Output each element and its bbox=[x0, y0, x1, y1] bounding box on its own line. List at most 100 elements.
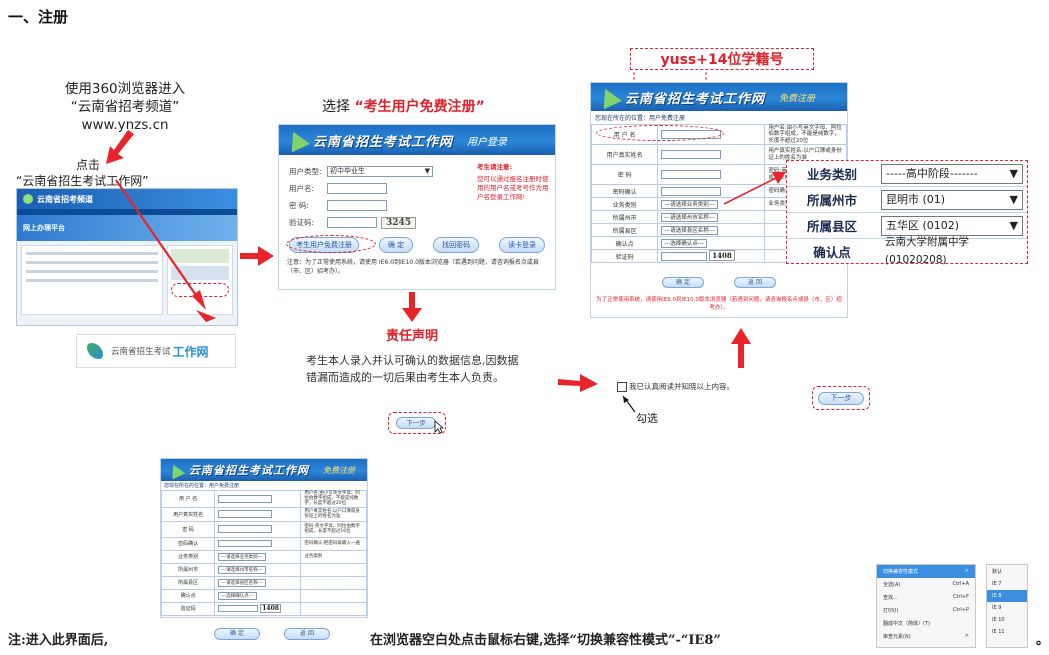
chevron-down-icon: ▼ bbox=[1009, 218, 1018, 232]
arrow-up-4-icon bbox=[731, 328, 751, 368]
login-banner: 云南省招生考试工作网 用户登录 bbox=[279, 125, 555, 155]
agree-row: 我已认真阅读并知晓以上内容。 bbox=[617, 381, 734, 392]
ctx-sub-default[interactable]: 默认 bbox=[992, 569, 1003, 575]
ctx-item-selectall[interactable]: 全选(A)Ctrl+A bbox=[877, 578, 975, 591]
login-password-input[interactable] bbox=[327, 200, 387, 211]
zoom-select-county[interactable]: 五华区 (0102)▼ bbox=[881, 215, 1023, 236]
free-register-highlight bbox=[286, 235, 376, 253]
small-realname-input[interactable] bbox=[218, 510, 273, 519]
login-username-input[interactable] bbox=[327, 183, 387, 194]
logo-text-a: 云南省招生考试 bbox=[111, 347, 171, 357]
zoom-select-city[interactable]: 昆明市 (01) ▼ bbox=[881, 189, 1023, 210]
step2-caption-target: “考生用户免费注册” bbox=[354, 99, 485, 115]
small-hint-point bbox=[300, 588, 367, 603]
small-hint-username: 用户名:由小写英文字母、阿拉伯数字组成，不能是纯数字，长度不超过20位 bbox=[300, 490, 367, 508]
reg-county-select[interactable]: ---请选择县区名称--- bbox=[661, 225, 718, 235]
ctx-item-translate[interactable]: 翻成中文（简体）(T) bbox=[877, 617, 975, 630]
login-notice-body: 您可以通过报名注册时使用的用户名或考号作为用户名登录工作网! bbox=[477, 175, 549, 201]
step4-next-button[interactable]: 下一步 bbox=[818, 392, 864, 405]
ctx-sub-ie7[interactable]: IE 7 bbox=[992, 581, 1002, 587]
reg-captcha-input[interactable] bbox=[661, 252, 708, 261]
ctx-sub-ie11[interactable]: IE 11 bbox=[992, 629, 1005, 635]
login-captcha-input[interactable] bbox=[327, 217, 377, 228]
reg-realname-input[interactable] bbox=[661, 150, 722, 159]
arrow-right-1-icon bbox=[240, 246, 274, 266]
small-hint-realname: 用户真实姓名:以户口簿或身份证上的姓名为准 bbox=[300, 506, 367, 522]
statement-body: 考生本人录入并认可确认的数据信息,因数据错漏而造成的一切后果由考生本人负责。 bbox=[306, 354, 519, 384]
reg-confirm-button[interactable]: 确 定 bbox=[662, 277, 704, 288]
small-label-category: 业务类别 bbox=[161, 549, 216, 564]
chevron-right-icon: > bbox=[964, 568, 969, 574]
zoom-select-point[interactable]: 云南大学附属中学 (01020208) bbox=[881, 236, 1023, 266]
small-point-select[interactable]: ---选择确认点--- bbox=[218, 591, 257, 600]
reg-button-row: 确 定 返 回 bbox=[591, 263, 847, 288]
context-submenu: 默认 IE 7 IE 8 IE 9 IE 10 IE 11 bbox=[986, 564, 1028, 648]
reg-city-select[interactable]: ---请选择州市名称--- bbox=[661, 212, 718, 222]
small-hint-confirm: 密码确认:把密码再输入一遍 bbox=[300, 536, 367, 551]
reg-captcha-image: 1408 bbox=[709, 250, 735, 261]
zoom-label-point: 确认点 bbox=[813, 244, 851, 260]
step2-caption-prefix: 选择 bbox=[322, 99, 350, 115]
small-label-county: 所属县区 bbox=[161, 575, 216, 590]
small-county-select[interactable]: ---请选择县区名称--- bbox=[218, 578, 266, 587]
small-city-select[interactable]: ---请选择州市名称--- bbox=[218, 565, 266, 574]
ctx-item-print[interactable]: 打印(I)Ctrl+P bbox=[877, 604, 975, 617]
login-type-select[interactable]: 初中毕业生▼ bbox=[327, 166, 433, 177]
ctx-item-compat[interactable]: 切换兼容性模式 > bbox=[877, 565, 975, 578]
small-banner-sub: 免费注册 bbox=[323, 465, 355, 475]
zoom-value-city: 昆明市 (01) bbox=[886, 192, 946, 206]
chevron-down-icon: ▼ bbox=[424, 167, 430, 175]
zoom-row-point: 确认点 云南大学附属中学 (01020208) bbox=[787, 236, 1027, 266]
find-password-button[interactable]: 找回密码 bbox=[433, 237, 480, 253]
site-logo-icon bbox=[23, 194, 33, 204]
reg-password-input[interactable] bbox=[661, 170, 722, 179]
card-login-button[interactable]: 读卡登录 bbox=[499, 237, 545, 253]
login-banner-title: 云南省招生考试工作网 bbox=[313, 134, 454, 150]
small-category-select[interactable]: ---请选择业务类别--- bbox=[218, 552, 266, 561]
ctx-item-compat-label: 切换兼容性模式 bbox=[883, 569, 919, 575]
zoom-value-point: 云南大学附属中学 (01020208) bbox=[885, 236, 969, 266]
small-banner: 云南省招生考试工作网 免费注册 bbox=[161, 459, 367, 481]
ctx-sub-ie8[interactable]: IE 8 bbox=[987, 590, 1027, 602]
reg-category-select[interactable]: ---请选择业务类别--- bbox=[661, 199, 718, 209]
chevron-down-icon: ▼ bbox=[1009, 192, 1018, 206]
bottom-confirm-button[interactable]: 确 定 bbox=[214, 628, 260, 640]
login-row-user: 用户名: bbox=[289, 180, 477, 197]
reg-point-select[interactable]: ---选择确认点--- bbox=[661, 238, 707, 248]
small-password-input[interactable] bbox=[218, 525, 273, 534]
register-banner-sub: 免费注册 bbox=[779, 93, 816, 104]
bottom-buttons-strip: 确 定 返 回 bbox=[214, 628, 330, 640]
step2-caption: 选择 “考生用户免费注册” bbox=[322, 96, 485, 116]
reg-label-city: 所属州市 bbox=[590, 210, 659, 224]
small-confirm-input[interactable] bbox=[218, 540, 273, 548]
reg-footer-note: 为了正常使用系统，请使用IE6.0到IE10.0版本浏览器（若遇到问题，请咨询报… bbox=[596, 297, 842, 311]
bottom-back-button[interactable]: 返 回 bbox=[284, 628, 330, 640]
site-title: 云南省招考频道 bbox=[37, 194, 93, 204]
portal-heading: 网上办理平台 bbox=[23, 224, 65, 232]
login-notice-title: 考生请注意: bbox=[477, 163, 513, 171]
ctx-sub-ie9[interactable]: IE 9 bbox=[992, 605, 1002, 611]
reg-confirm-input[interactable] bbox=[661, 186, 722, 196]
register-banner-title: 云南省招生考试工作网 bbox=[625, 91, 766, 107]
step3-next-button[interactable]: 下一步 bbox=[396, 417, 436, 429]
small-banner-title: 云南省招生考试工作网 bbox=[189, 464, 309, 477]
small-captcha-input[interactable] bbox=[218, 605, 259, 613]
agree-label: 我已认真阅读并知晓以上内容。 bbox=[629, 382, 734, 391]
login-confirm-button[interactable]: 确 定 bbox=[378, 237, 414, 253]
small-captcha-image: 1408 bbox=[260, 604, 281, 614]
ctx-item-inspect[interactable]: 审查元素(N)> bbox=[877, 630, 975, 643]
arrow-right-3-icon bbox=[558, 374, 598, 392]
agree-checkbox[interactable] bbox=[617, 381, 627, 392]
login-pass-label: 密 码: bbox=[289, 201, 309, 210]
small-username-input[interactable] bbox=[218, 494, 273, 503]
ctx-item-find[interactable]: 查找...Ctrl+F bbox=[877, 591, 975, 604]
ctx-item-find-label: 查找... bbox=[883, 595, 898, 601]
reg-back-button[interactable]: 返 回 bbox=[734, 277, 776, 288]
login-captcha-image: 3245 bbox=[381, 216, 417, 229]
small-register-panel: 云南省招生考试工作网 免费注册 您现在所在的位置：用户免费注册 用 户 名用户名… bbox=[160, 458, 368, 618]
step1-line1: 使用360浏览器进入 bbox=[64, 81, 186, 97]
login-banner-sub: 用户登录 bbox=[467, 136, 508, 148]
ctx-sub-ie10[interactable]: IE 10 bbox=[992, 617, 1005, 623]
step3-next-highlight bbox=[388, 412, 446, 434]
zoom-select-category[interactable]: -----高中阶段-------▼ bbox=[881, 163, 1023, 184]
